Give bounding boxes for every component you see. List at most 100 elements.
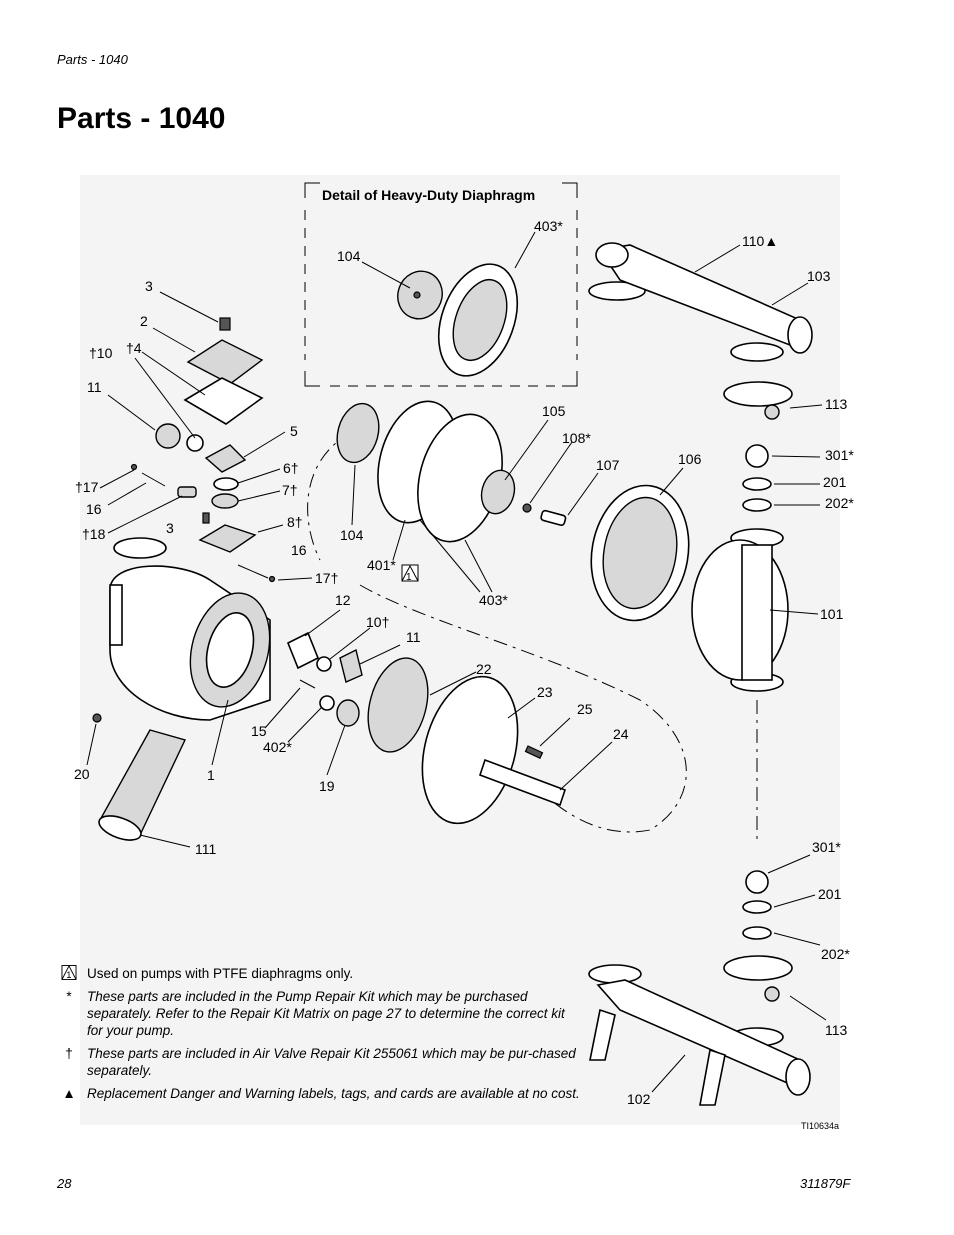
air-valve-components bbox=[130, 317, 276, 583]
callout-16b: 16 bbox=[291, 542, 307, 558]
callout-3: 3 bbox=[145, 278, 153, 294]
note-ptfe: 1 Used on pumps with PTFE diaphragms onl… bbox=[60, 965, 580, 982]
callout-403-detail: 403* bbox=[534, 218, 563, 234]
note-text: Replacement Danger and Warning labels, t… bbox=[87, 1086, 580, 1101]
note-air-valve-kit: † These parts are included in Air Valve … bbox=[60, 1045, 580, 1079]
oring-6 bbox=[213, 477, 239, 491]
warning-triangle-icon: ▲ bbox=[62, 1086, 76, 1101]
callout-202: 202* bbox=[825, 495, 854, 511]
callout-24: 24 bbox=[613, 726, 629, 742]
callout-15: 15 bbox=[251, 723, 267, 739]
callout-17: †17 bbox=[75, 479, 99, 495]
block-5 bbox=[204, 444, 247, 473]
callout-202b: 202* bbox=[821, 946, 850, 962]
clamp-106-inner bbox=[602, 496, 678, 610]
callout-111: 111 bbox=[195, 841, 216, 857]
gasket-22 bbox=[367, 657, 429, 753]
leader-lines bbox=[86, 231, 827, 1093]
callout-401: 401* bbox=[367, 557, 396, 573]
callout-108: 108* bbox=[562, 430, 591, 446]
ball-301-bottom bbox=[745, 870, 769, 894]
svg-text:1: 1 bbox=[66, 970, 71, 980]
page-number: 28 bbox=[57, 1176, 72, 1191]
callout-3b: 3 bbox=[166, 520, 174, 536]
cup-11 bbox=[155, 423, 181, 449]
callout-102: 102 bbox=[627, 1091, 651, 1107]
callout-301: 301* bbox=[825, 447, 854, 463]
seal-7 bbox=[211, 493, 239, 509]
callout-104-detail: 104 bbox=[337, 248, 361, 264]
callout-104: 104 bbox=[340, 527, 364, 543]
callout-4: †4 bbox=[126, 340, 142, 356]
gasket-4 bbox=[183, 377, 264, 425]
plate-hole bbox=[413, 291, 421, 299]
inlet-manifold-102 bbox=[588, 964, 811, 1106]
oring-202-bottom bbox=[742, 926, 772, 940]
note-symbol: † bbox=[65, 1046, 73, 1061]
note-text: These parts are included in the Pump Rep… bbox=[87, 989, 565, 1038]
seat-201-bottom bbox=[742, 900, 772, 914]
note-1-marker-icon: 1 bbox=[401, 564, 419, 583]
callout-18: †18 bbox=[82, 526, 106, 542]
callout-22: 22 bbox=[476, 661, 492, 677]
flow-path-center bbox=[359, 584, 687, 833]
callout-2: 2 bbox=[140, 313, 148, 329]
callout-7: 7† bbox=[282, 482, 298, 498]
clamp-113-bottom bbox=[723, 955, 793, 981]
callout-17b: 17† bbox=[315, 570, 338, 586]
callout-10: †10 bbox=[89, 345, 113, 361]
ball-301-top bbox=[745, 444, 769, 468]
callout-23: 23 bbox=[537, 684, 553, 700]
callout-106: 106 bbox=[678, 451, 702, 467]
plate-8 bbox=[198, 524, 257, 553]
detail-box-frame bbox=[304, 182, 578, 387]
callout-5: 5 bbox=[290, 423, 298, 439]
note-triangle-icon: 1 bbox=[60, 965, 78, 984]
callout-10b: 10† bbox=[366, 614, 389, 630]
callout-107: 107 bbox=[596, 457, 620, 473]
callouts: 3 2 †10 †4 1 1 5 6† 7† †17 16 †18 3 8† 16… bbox=[74, 218, 854, 1107]
cover-23 bbox=[421, 675, 519, 825]
callout-12: 12 bbox=[335, 592, 351, 608]
callout-402: 402* bbox=[263, 739, 292, 755]
diaphragm-403-inner bbox=[452, 278, 508, 362]
callout-110: 110▲ bbox=[742, 233, 778, 249]
page-title: Parts - 1040 bbox=[57, 102, 226, 135]
note-labels: ▲ Replacement Danger and Warning labels,… bbox=[60, 1085, 580, 1102]
screw-25 bbox=[524, 745, 544, 759]
detail-box-title: Detail of Heavy-Duty Diaphragm bbox=[322, 187, 535, 203]
ball-17b bbox=[268, 575, 276, 583]
callout-101: 101 bbox=[820, 606, 844, 622]
callout-16: 16 bbox=[86, 501, 102, 517]
shaft-components bbox=[286, 631, 567, 825]
callout-1: 1 bbox=[207, 767, 215, 783]
diaphragm-stack bbox=[336, 400, 567, 543]
svg-text:1: 1 bbox=[406, 572, 412, 583]
screw-3b bbox=[202, 512, 210, 524]
callout-6: 6† bbox=[283, 460, 299, 476]
outlet-manifold-103 bbox=[588, 242, 813, 362]
callout-301b: 301* bbox=[812, 839, 841, 855]
cover-2 bbox=[186, 339, 264, 385]
note-text: Used on pumps with PTFE diaphragms only. bbox=[87, 966, 354, 981]
document-number: 311879F bbox=[800, 1176, 851, 1191]
oring-10 bbox=[186, 434, 204, 452]
fluid-cover-101 bbox=[691, 528, 789, 692]
oring-202-top bbox=[742, 498, 772, 512]
callout-113: 113 bbox=[825, 396, 848, 412]
block-18 bbox=[177, 486, 197, 498]
ball-17 bbox=[130, 463, 138, 471]
shaft-24 bbox=[478, 758, 567, 807]
fitting-20 bbox=[92, 713, 102, 723]
running-head: Parts - 1040 bbox=[57, 52, 128, 67]
callout-105: 105 bbox=[542, 403, 566, 419]
clamp-113-top bbox=[723, 381, 793, 407]
figure-id: TI10634a bbox=[801, 1121, 840, 1131]
center-housing-1 bbox=[109, 537, 271, 721]
callout-8: 8† bbox=[287, 514, 303, 530]
callout-403: 403* bbox=[479, 592, 508, 608]
clamp-113-top-knob bbox=[764, 404, 780, 420]
note-pump-repair-kit: * These parts are included in the Pump R… bbox=[60, 988, 580, 1039]
callout-25: 25 bbox=[577, 701, 593, 717]
